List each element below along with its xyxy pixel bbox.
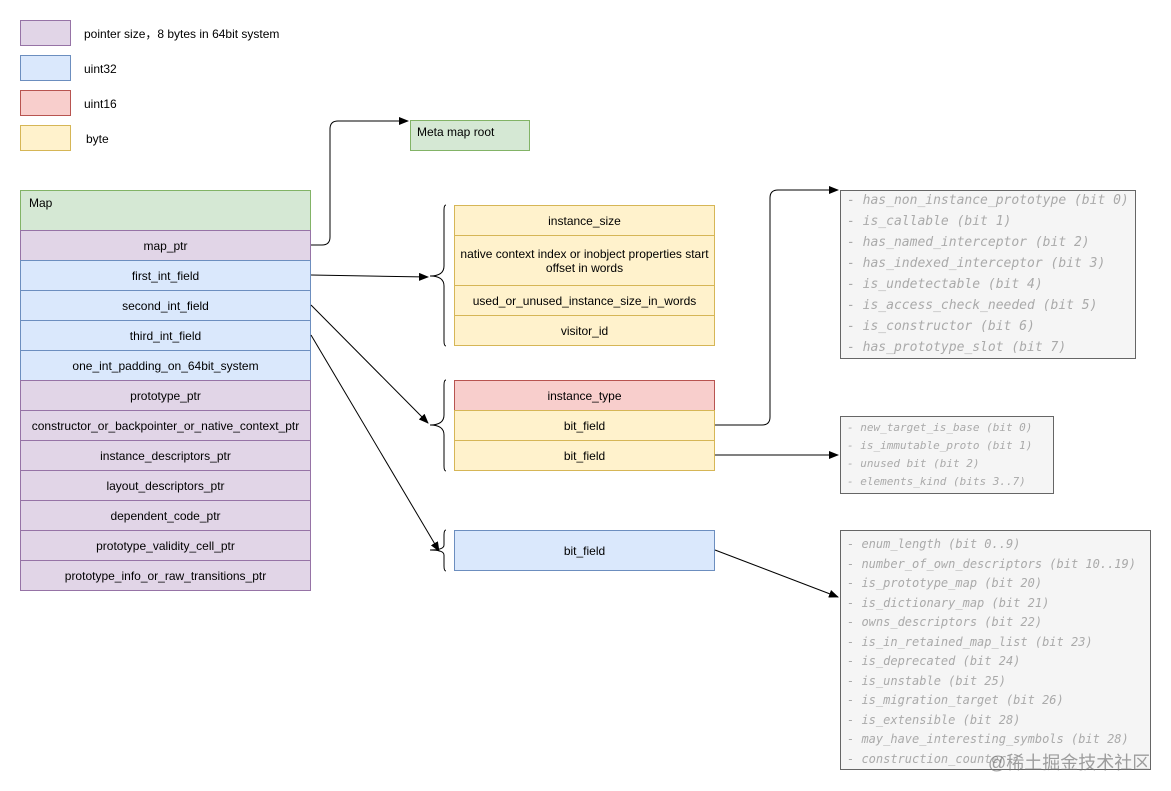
- legend-label-uint32: uint32: [84, 62, 117, 76]
- legend-swatch-uint16: [20, 90, 71, 116]
- map-field-label: layout_descriptors_ptr: [106, 478, 225, 493]
- group1-label: used_or_unused_instance_size_in_words: [472, 293, 697, 308]
- group2-label: bit_field: [563, 418, 606, 433]
- bit-line: - is_unstable (bit 25): [847, 673, 1006, 688]
- group3-bit-field3: bit_field: [454, 530, 715, 571]
- group2-bit-field2: bit_field: [454, 440, 715, 471]
- bit-line: - may_have_interesting_symbols (bit 28): [847, 732, 1129, 746]
- legend-label-uint16: uint16: [84, 97, 117, 111]
- group1-label: native context index or inobject propert…: [460, 246, 709, 275]
- bit-line: - is_dictionary_map (bit 21): [847, 595, 1050, 610]
- map-title: Map: [29, 196, 53, 210]
- group1-label: visitor_id: [560, 323, 609, 338]
- arrow-map-ptr-to-meta-root: [311, 117, 409, 246]
- brace-group1: [429, 204, 447, 347]
- brace-group2: [429, 379, 447, 472]
- map-field-prototype-ptr: prototype_ptr: [20, 380, 311, 411]
- map-field-label: third_int_field: [129, 328, 202, 343]
- legend-label-byte: byte: [86, 132, 109, 146]
- map-field-label: instance_descriptors_ptr: [100, 448, 231, 463]
- bit-line: - is_immutable_proto (bit 1): [847, 439, 1033, 452]
- bit-line: - enum_length (bit 0..9): [847, 537, 1021, 551]
- map-field-label: map_ptr: [143, 238, 188, 253]
- map-field-layout-descriptors: layout_descriptors_ptr: [20, 470, 311, 501]
- map-field-instance-descriptors: instance_descriptors_ptr: [20, 440, 311, 471]
- bit-line: - unused bit (bit 2): [847, 457, 980, 470]
- bit-line: - number_of_own_descriptors (bit 10..19): [847, 556, 1136, 571]
- bit-line: - has_prototype_slot (bit 7): [847, 340, 1067, 355]
- arrow-third-int: [310, 334, 440, 552]
- bit-field-bits-box: - has_non_instance_prototype (bit 0) - i…: [840, 190, 1136, 359]
- bit-field2-bits-box: - new_target_is_base (bit 0) - is_immuta…: [840, 416, 1054, 494]
- brace-group3: [429, 529, 447, 572]
- bit-line: - owns_descriptors (bit 22): [847, 615, 1043, 629]
- bit-line: - is_migration_target (bit 26): [847, 693, 1064, 707]
- map-field-label: second_int_field: [122, 298, 209, 313]
- map-field-dependent-code: dependent_code_ptr: [20, 500, 311, 531]
- bit-line: - has_indexed_interceptor (bit 3): [847, 256, 1106, 271]
- bit-line: - is_constructor (bit 6): [847, 319, 1035, 334]
- group1-label: instance_size: [548, 213, 621, 228]
- arrow-first-int: [310, 272, 429, 281]
- bit-line: - new_target_is_base (bit 0): [847, 421, 1033, 434]
- map-field-map-ptr: map_ptr: [20, 230, 311, 261]
- map-field-label: prototype_info_or_raw_transitions_ptr: [64, 568, 267, 583]
- arrow-second-int: [310, 304, 429, 424]
- bit-line: - is_prototype_map (bit 20): [847, 576, 1043, 590]
- group1-visitor-id: visitor_id: [454, 315, 715, 346]
- map-field-label: prototype_validity_cell_ptr: [96, 538, 235, 553]
- arrow-bit-field3: [714, 549, 839, 598]
- group3-label: bit_field: [563, 543, 606, 558]
- bit-field3-bits-box: - enum_length (bit 0..9) - number_of_own…: [840, 530, 1151, 770]
- bit-line: - is_undetectable (bit 4): [847, 277, 1043, 292]
- bit-line: - has_named_interceptor (bit 2): [847, 235, 1090, 250]
- group2-label: bit_field: [563, 448, 606, 463]
- meta-map-root-box: Meta map root: [410, 120, 530, 151]
- legend-swatch-uint32: [20, 55, 71, 81]
- map-field-third-int: third_int_field: [20, 320, 311, 351]
- bit-line: - is_callable (bit 1): [847, 214, 1012, 229]
- arrow-bit-field: [715, 186, 839, 426]
- map-header: Map: [20, 190, 311, 231]
- bit-line: - is_in_retained_map_list (bit 23): [847, 634, 1093, 649]
- bit-line: - has_non_instance_prototype (bit 0): [847, 193, 1129, 208]
- map-field-label: constructor_or_backpointer_or_native_con…: [31, 418, 300, 433]
- meta-map-root-label: Meta map root: [417, 125, 495, 139]
- bit-line: - is_deprecated (bit 24): [847, 654, 1021, 668]
- map-field-second-int: second_int_field: [20, 290, 311, 321]
- bit-line: - is_extensible (bit 28): [847, 712, 1021, 727]
- bit-line: - is_access_check_needed (bit 5): [847, 298, 1098, 313]
- legend-swatch-pointer: [20, 20, 71, 46]
- group1-context-index: native context index or inobject propert…: [454, 235, 715, 286]
- map-field-label: one_int_padding_on_64bit_system: [72, 358, 259, 373]
- group2-label: instance_type: [547, 388, 622, 403]
- bit-line: - elements_kind (bits 3..7): [847, 475, 1026, 488]
- watermark: @稀土掘金技术社区: [988, 753, 1151, 773]
- bit-line: - construction_counter: [847, 751, 1006, 766]
- map-field-prototype-validity-cell: prototype_validity_cell_ptr: [20, 530, 311, 561]
- map-field-label: first_int_field: [131, 268, 200, 283]
- group1-used-unused-size: used_or_unused_instance_size_in_words: [454, 285, 715, 316]
- map-field-label: dependent_code_ptr: [110, 508, 221, 523]
- map-field-prototype-info: prototype_info_or_raw_transitions_ptr: [20, 560, 311, 591]
- map-field-label: prototype_ptr: [130, 388, 201, 403]
- legend-label-pointer: pointer size，8 bytes in 64bit system: [84, 27, 280, 41]
- legend-swatch-byte: [20, 125, 71, 151]
- map-field-constructor-ptr: constructor_or_backpointer_or_native_con…: [20, 410, 311, 441]
